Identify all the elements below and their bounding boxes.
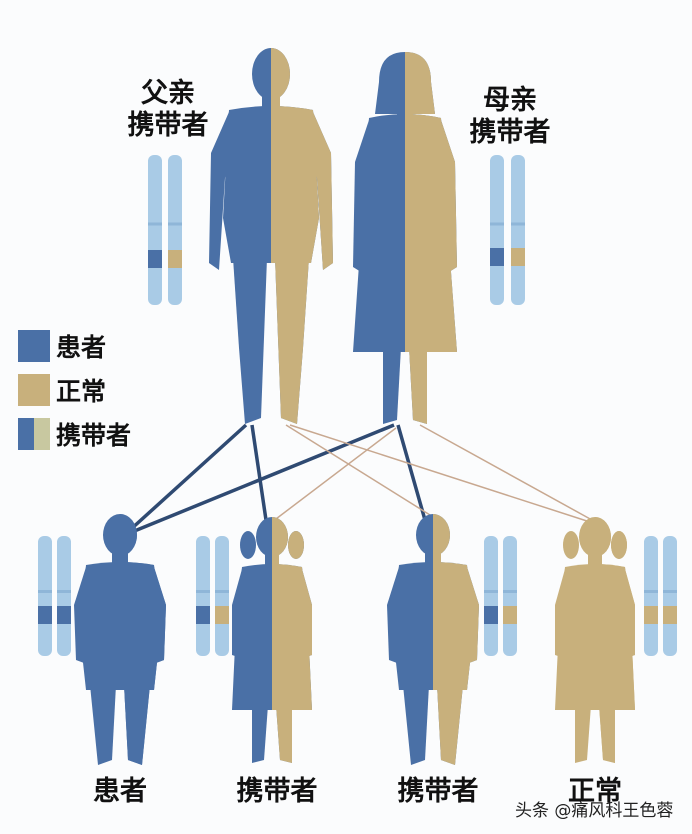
chromosome — [168, 155, 182, 305]
normal-swatch — [18, 374, 50, 406]
gene-band — [503, 606, 517, 624]
mother-label-line1: 母亲 — [483, 85, 537, 116]
chromosome — [490, 155, 504, 305]
child-figure-3 — [387, 514, 479, 765]
chromosomes — [38, 155, 677, 656]
chromosome — [196, 536, 210, 656]
legend-label: 正常 — [56, 377, 107, 406]
chromosome — [484, 536, 498, 656]
affected-swatch — [18, 330, 50, 362]
gene-band — [196, 606, 210, 624]
gene-band — [644, 606, 658, 624]
child-label-2: 携带者 — [236, 776, 318, 807]
child-chromosomes-4 — [644, 536, 677, 656]
child-label-1: 患者 — [93, 776, 147, 807]
father-figure — [209, 48, 333, 424]
child-label-3: 携带者 — [397, 776, 479, 807]
legend-label: 患者 — [56, 333, 107, 362]
father-label: 父亲 携带者 — [118, 78, 218, 142]
gene-band — [663, 606, 677, 624]
inheritance-lines — [128, 423, 593, 534]
child-chromosomes-1 — [38, 536, 71, 656]
carrier-swatch — [18, 418, 50, 450]
gene-band — [511, 248, 525, 266]
mother-label-line2: 携带者 — [469, 117, 551, 148]
child-label-4: 正常 — [568, 776, 622, 807]
gene-band — [38, 606, 52, 624]
mother-label: 母亲 携带者 — [460, 85, 560, 149]
gene-band — [168, 250, 182, 268]
mother-figure — [353, 52, 457, 424]
child-chromosomes-3 — [484, 536, 517, 656]
father-label-line2: 携带者 — [127, 110, 209, 141]
child-figure-1 — [74, 514, 166, 765]
child-chromosomes-2 — [196, 536, 229, 656]
gene-band — [148, 250, 162, 268]
legend-label: 携带者 — [56, 421, 132, 450]
legend-affected: 患者 — [18, 328, 106, 364]
gene-band — [215, 606, 229, 624]
chromosome — [57, 536, 71, 656]
chromosome — [38, 536, 52, 656]
chromosome — [511, 155, 525, 305]
mother-chromosomes — [490, 155, 525, 305]
father-chromosomes — [148, 155, 182, 305]
gene-band — [57, 606, 71, 624]
chromosome — [148, 155, 162, 305]
gene-band — [484, 606, 498, 624]
watermark: 头条 @痛风科王色蓉 — [515, 801, 674, 821]
child-figure-4 — [555, 517, 635, 763]
father-label-line1: 父亲 — [141, 78, 195, 109]
chromosome — [644, 536, 658, 656]
child-figure-2 — [232, 517, 312, 763]
chromosome — [503, 536, 517, 656]
legend-carrier: 携带者 — [18, 416, 131, 452]
legend-normal: 正常 — [18, 372, 106, 408]
chromosome — [215, 536, 229, 656]
chromosome — [663, 536, 677, 656]
gene-band — [490, 248, 504, 266]
